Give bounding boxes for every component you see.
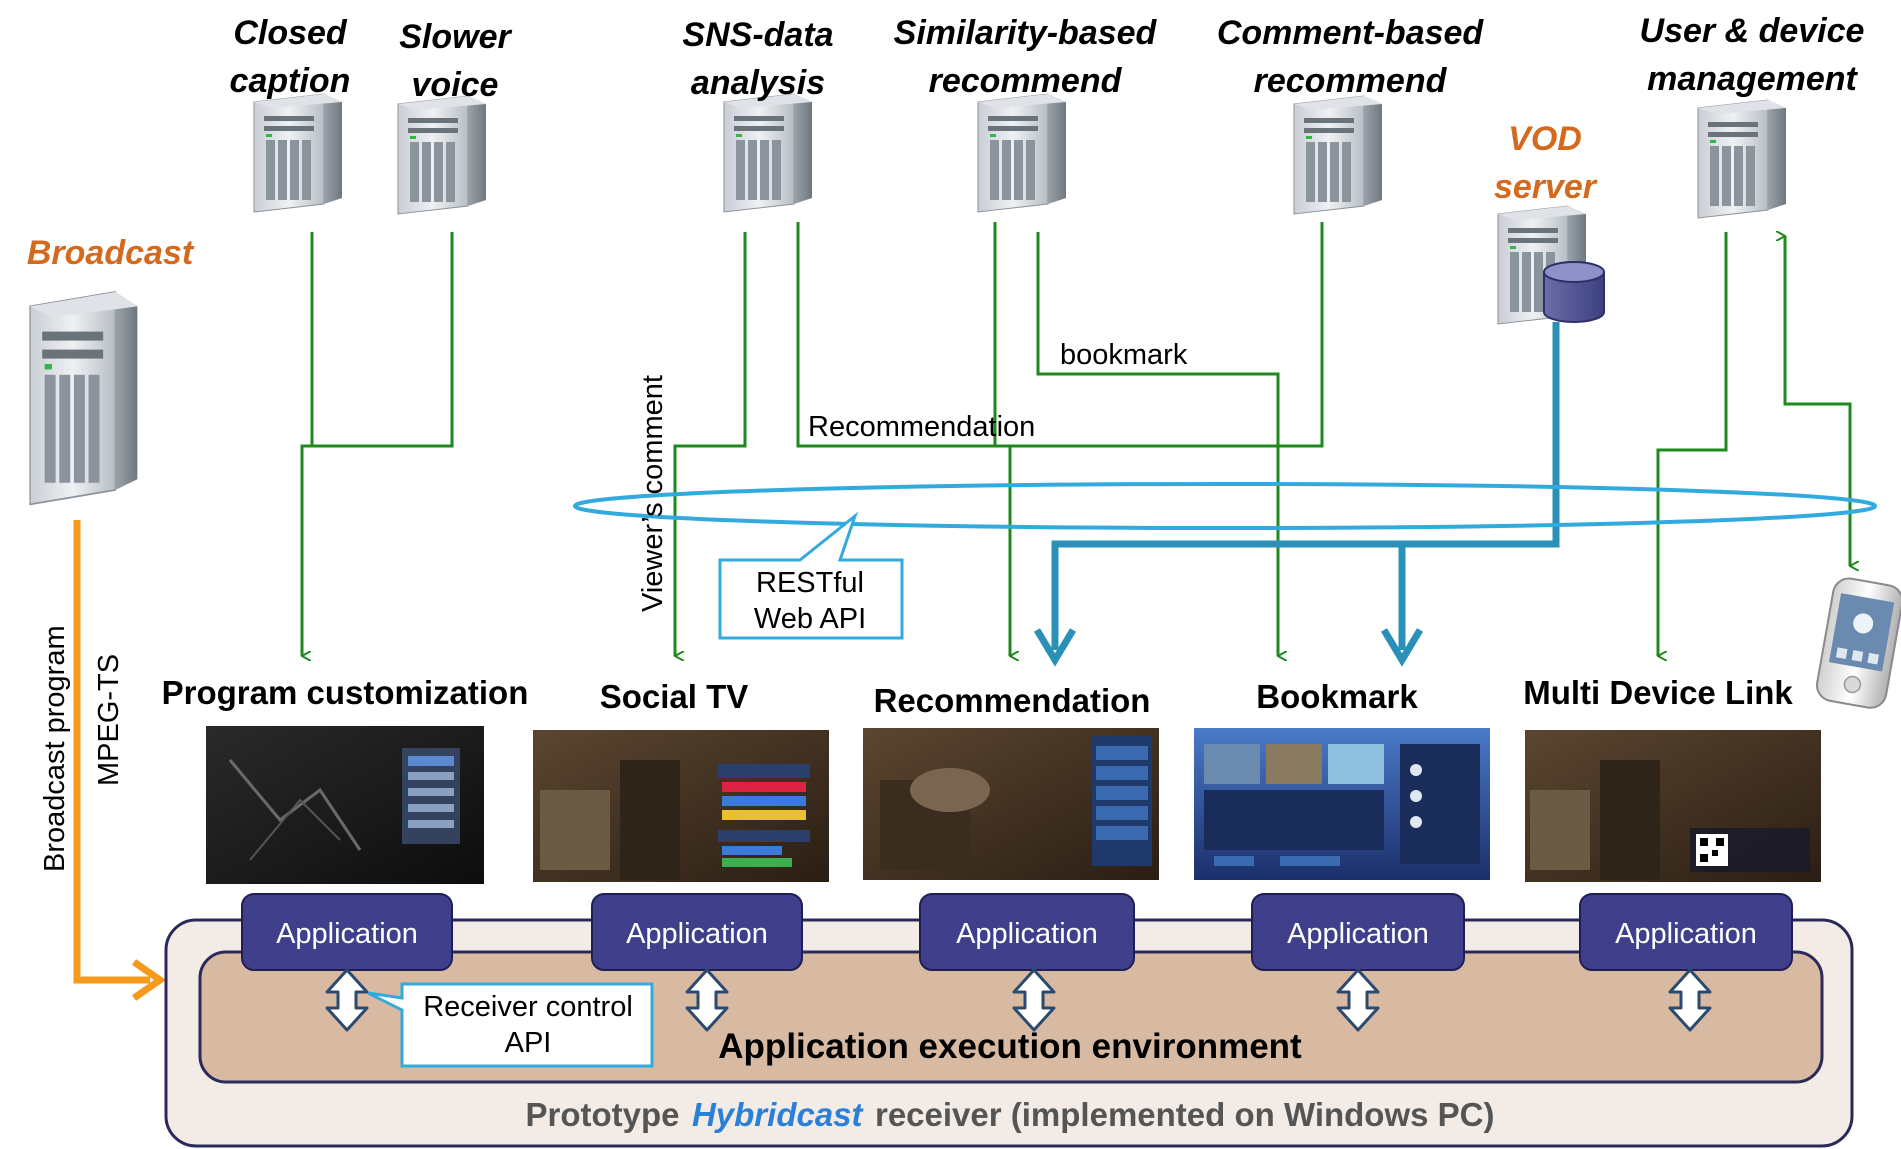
tv-screenshot xyxy=(1525,730,1821,882)
vod-flow xyxy=(1033,322,1560,667)
smartphone-icon xyxy=(1816,577,1901,709)
flow-caption-to-customization xyxy=(300,232,314,656)
server-comment: Comment-based recommend xyxy=(1217,14,1485,215)
slower-voice-label-1: Slower xyxy=(399,18,512,56)
broadcast-label: Broadcast xyxy=(27,234,195,272)
comment-label-2: recommend xyxy=(1254,62,1448,100)
server-similarity: Similarity-based recommend xyxy=(894,14,1158,213)
receiver-control-line-2: API xyxy=(505,1027,552,1059)
restful-line-2: Web API xyxy=(754,603,866,635)
application-label: Application xyxy=(626,918,768,950)
server-vod: VOD server xyxy=(1494,120,1605,325)
server-sns-analysis: SNS-data analysis xyxy=(682,16,834,213)
flow-sns-to-social xyxy=(673,232,747,656)
execution-environment-label: Application execution environment xyxy=(718,1027,1302,1066)
application-label: Application xyxy=(1287,918,1429,950)
user-label-1: User & device xyxy=(1640,12,1865,50)
vod-label-2: server xyxy=(1494,168,1598,206)
tv-screenshot xyxy=(206,726,484,884)
server-slower-voice: Slower voice xyxy=(397,18,513,215)
green-flows xyxy=(300,222,1850,656)
viewers-comment-label: Viewer’s comment xyxy=(637,375,669,612)
receiver-suffix: receiver (implemented on Windows PC) xyxy=(875,1096,1495,1133)
flow-user-to-multidevice xyxy=(1656,232,1728,656)
receiver-prefix: Prototype xyxy=(526,1096,680,1133)
restful-line-1: RESTful xyxy=(756,567,864,599)
receiver-brand: Hybridcast xyxy=(692,1096,865,1133)
server-icon xyxy=(397,95,487,215)
broadcast-arrow xyxy=(73,520,167,1001)
application-box-4[interactable]: Application xyxy=(1251,893,1465,971)
sns-label-1: SNS-data xyxy=(682,16,833,54)
receiver-control-line-1: Receiver control xyxy=(423,991,633,1023)
user-label-2: management xyxy=(1647,60,1858,98)
mpeg-ts-label: MPEG-TS xyxy=(93,654,125,786)
application-box-1[interactable]: Application xyxy=(241,893,453,971)
server-icon xyxy=(1293,95,1383,215)
api-ring xyxy=(573,482,1877,530)
app-title-multi-device-link: Multi Device Link xyxy=(1523,674,1793,711)
server-user-device: User & device management xyxy=(1640,12,1865,219)
app-title-program-customization: Program customization xyxy=(162,674,529,711)
vod-label-1: VOD xyxy=(1508,120,1582,158)
broadcast-program-label: Broadcast program xyxy=(39,625,71,872)
receiver-label: Prototype Hybridcast receiver (implement… xyxy=(526,1096,1495,1133)
recommendation-flow-label: Recommendation xyxy=(808,411,1035,443)
tv-screenshot xyxy=(533,730,829,882)
server-icon xyxy=(723,93,813,213)
application-label: Application xyxy=(956,918,1098,950)
app-title-social-tv: Social TV xyxy=(600,678,749,715)
app-title-recommendation: Recommendation xyxy=(874,682,1151,719)
server-icon xyxy=(253,93,343,213)
application-label: Application xyxy=(276,918,418,950)
application-label: Application xyxy=(1615,918,1757,950)
flow-bookmark xyxy=(1036,232,1278,656)
closed-caption-label-1: Closed xyxy=(233,14,348,52)
sns-label-2: analysis xyxy=(691,64,825,102)
application-box-3[interactable]: Application xyxy=(919,893,1135,971)
app-title-bookmark: Bookmark xyxy=(1256,678,1418,715)
application-box-5[interactable]: Application xyxy=(1579,893,1793,971)
comment-label-1: Comment-based xyxy=(1217,14,1485,52)
server-broadcast: Broadcast xyxy=(27,234,195,506)
flow-recommend-to-recommendation xyxy=(796,222,1010,656)
server-icon xyxy=(1697,99,1787,219)
receiver-control-callout: Receiver control API xyxy=(367,982,654,1068)
similarity-label-2: recommend xyxy=(929,62,1123,100)
server-icon xyxy=(977,93,1067,213)
slower-voice-label-2: voice xyxy=(412,66,499,104)
tv-screenshot xyxy=(1194,728,1490,880)
application-box-2[interactable]: Application xyxy=(591,893,803,971)
server-closed-caption: Closed caption xyxy=(230,14,351,213)
closed-caption-label-2: caption xyxy=(230,62,351,100)
tv-screenshot xyxy=(863,728,1159,880)
bookmark-flow-label: bookmark xyxy=(1060,339,1188,371)
database-icon xyxy=(1543,261,1605,323)
restful-callout: RESTful Web API xyxy=(718,511,904,640)
similarity-label-1: Similarity-based xyxy=(894,14,1158,52)
server-icon xyxy=(29,291,139,506)
